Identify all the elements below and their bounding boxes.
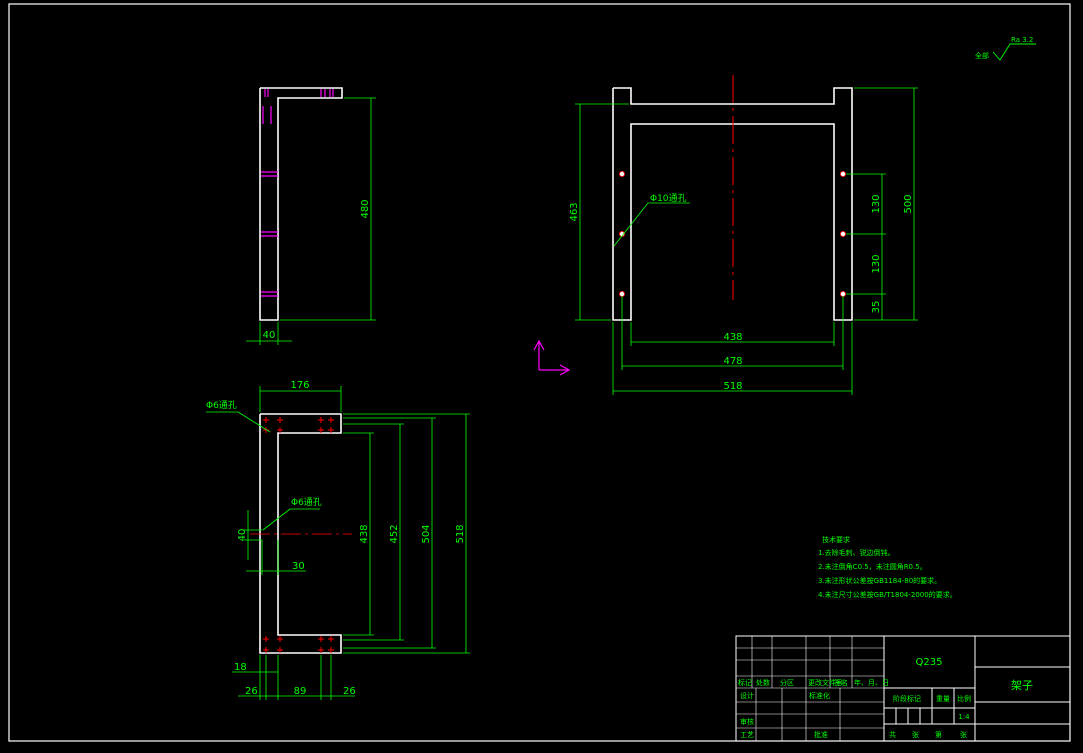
top-view-dim-518: 518 [455,524,466,543]
title-block-stage-mark: 阶段标记 [893,694,921,703]
title-block-header-label: 签名 [834,678,848,687]
front-view-dim-bottom: 35 [871,301,882,314]
roughness-symbol: 全部 Ra 3.2 [975,36,1036,61]
top-view-dim-26-left: 26 [245,686,258,697]
title-block-header-label: 更改文件号 [808,678,843,687]
front-view-dim-inner-width: 438 [723,332,742,343]
side-view-hidden-holes [261,89,334,297]
drawing-border [8,3,1071,742]
front-view-dim-right-height: 500 [903,194,914,213]
front-view-dim-spacing-2: 130 [871,254,882,273]
top-view-dim-438: 438 [359,524,370,543]
title-block-sheets: 张 [912,730,919,739]
front-view-outline [612,87,853,321]
title-block-scale: 1:4 [958,713,970,721]
technical-note-item: 3.未注形状公差按GB1184-80的要求。 [818,576,941,585]
front-view-dim-outer-width: 518 [723,381,742,392]
technical-note-item: 2.未注倒角C0.5，未注圆角R0.5。 [818,562,927,571]
title-block-approval: 批准 [814,730,828,739]
top-view: 176 Φ6通孔 Φ6通孔 40 30 438 452 504 518 18 2… [206,380,470,700]
top-view-dim-504: 504 [421,524,432,543]
roughness-check-icon [992,43,1036,61]
top-view-hole-label-1: Φ6通孔 [206,400,237,411]
title-block-reviewer: 审核 [740,717,754,726]
title-block-header-label: 年、月、日 [854,678,889,687]
title-block-header-label: 处数 [756,678,770,687]
side-view-dim-width: 40 [263,330,276,341]
side-view: 480 40 [246,87,376,345]
front-view-dim-mid-width: 478 [723,356,742,367]
title-block-sheets: 第 [935,730,942,739]
title-block-sheets: 共 [889,730,896,739]
top-view-dimensions [206,386,470,700]
top-view-dim-452: 452 [389,524,400,543]
technical-notes: 技术要求 1.去除毛刺、锐边倒钝。 2.未注倒角C0.5，未注圆角R0.5。 3… [818,535,957,599]
front-view-hole-label: Φ10通孔 [650,193,687,204]
title-block: Q235 架子 1:4 标记 处数 分区 更改文件号 签名 年、月、日 设计 标… [735,635,1071,742]
title-block-part-name: 架子 [1011,679,1033,692]
title-block-process: 工艺 [740,731,754,739]
top-view-hole-marks [263,417,334,653]
ucs-icon [533,339,571,376]
side-view-dimensions [246,97,376,345]
technical-note-item: 4.未注尺寸公差按GB/T1804-2000的要求。 [818,590,957,599]
side-view-outline [259,87,343,321]
technical-notes-title: 技术要求 [822,535,850,544]
front-view-dim-spacing-1: 130 [871,194,882,213]
front-view: 463 500 130 130 35 438 478 518 Φ10通孔 [569,75,918,395]
title-block-header-label: 标记 [738,678,752,687]
top-view-outline [259,413,342,654]
side-view-dim-height: 480 [360,199,371,218]
title-block-ratio: 比例 [957,694,971,703]
title-block-standardization: 标准化 [809,691,830,700]
title-block-weight: 重量 [936,695,950,703]
front-view-dim-left-height: 463 [569,202,580,221]
top-view-dim-18: 18 [234,662,247,673]
top-view-dim-26-right: 26 [343,686,356,697]
title-block-material: Q235 [916,657,943,668]
top-view-dim-top-width: 176 [290,380,309,391]
title-block-header-label: 分区 [780,678,794,687]
top-view-dim-30: 30 [292,561,305,572]
top-view-dim-89: 89 [294,686,307,697]
title-block-designer: 设计 [740,691,754,700]
technical-note-item: 1.去除毛刺、锐边倒钝。 [818,548,895,557]
top-view-dim-40: 40 [237,529,248,542]
title-block-sheets: 张 [960,730,967,739]
roughness-value: Ra 3.2 [1011,36,1033,44]
top-view-hole-label-2: Φ6通孔 [291,497,322,508]
roughness-prefix: 全部 [975,51,989,60]
front-view-dimensions [575,87,918,395]
